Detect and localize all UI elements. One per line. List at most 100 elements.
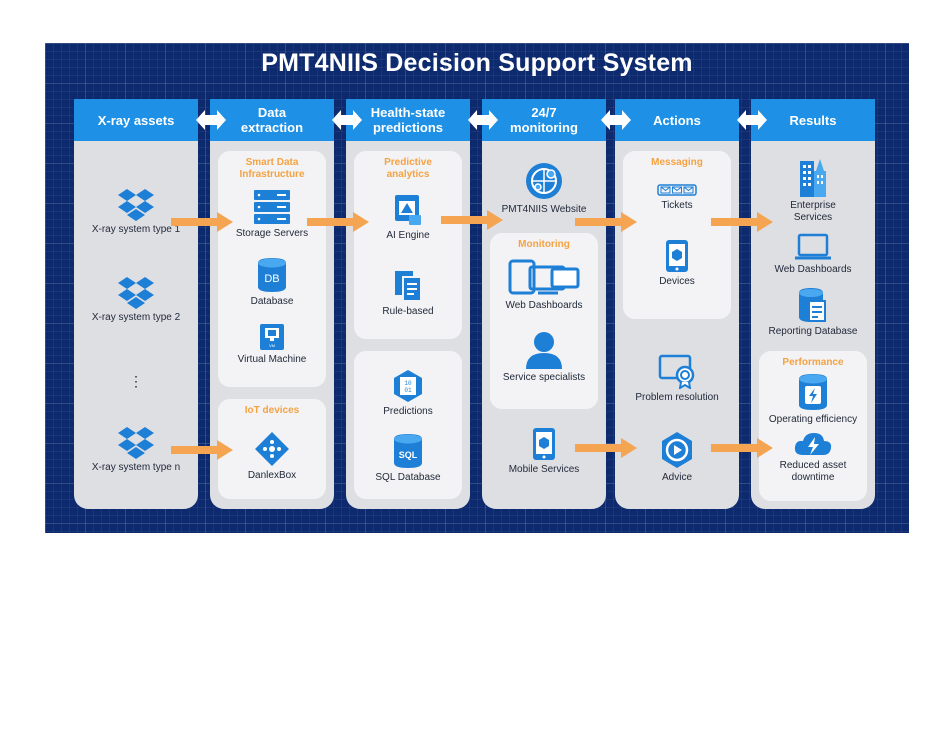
xray-type2-label: X-ray system type 2	[91, 312, 181, 323]
rule-document-icon	[395, 271, 422, 302]
certificate-icon	[658, 354, 695, 389]
ai-engine-item: AI Engine	[354, 193, 462, 242]
messaging-panel: Messaging Tickets Devices	[623, 151, 731, 319]
xray-ellipsis: ⋮	[74, 373, 198, 391]
monitoring-title: Monitoring	[518, 239, 570, 250]
advice-label: Advice	[661, 472, 692, 483]
performance-panel: Performance Operating efficiency Reduced…	[759, 351, 867, 501]
flow-arrow-typen-to-danlexbox	[171, 440, 233, 460]
flow-arrow-storage-to-ai	[307, 212, 369, 232]
flow-arrow-ai-to-website	[441, 210, 503, 230]
devices-item: Devices	[623, 239, 731, 288]
pred-glyph-top: 10	[404, 380, 412, 387]
web-dashboards-item: Web Dashboards	[490, 259, 598, 312]
play-circle-icon	[662, 432, 692, 468]
danlexbox-item: DanlexBox	[218, 431, 326, 482]
server-rack-icon	[254, 190, 290, 224]
reporting-database-label: Reporting Database	[768, 326, 858, 337]
results-web-dashboards-label: Web Dashboards	[774, 264, 852, 275]
results-web-dashboards-item: Web Dashboards	[751, 233, 875, 276]
website-globe-icon	[526, 163, 562, 199]
xray-typen-item: X-ray system type n	[74, 425, 198, 474]
mobile-services-label: Mobile Services	[508, 464, 580, 475]
xray-type1-label: X-ray system type 1	[91, 224, 181, 235]
iot-devices-title: IoT devices	[244, 405, 300, 416]
rule-based-label: Rule-based	[382, 306, 434, 317]
operating-efficiency-label: Operating efficiency	[768, 414, 858, 425]
multi-device-icon	[508, 259, 580, 295]
diagram-title: PMT4NIIS Decision Support System	[261, 49, 693, 77]
column-header-xray-assets: X-ray assets	[74, 99, 198, 141]
iot-devices-panel: IoT devices DanlexBox	[218, 399, 326, 499]
predictive-analytics-title: Predictive analytics	[384, 157, 432, 180]
iot-hub-icon	[255, 432, 289, 466]
column-xray-assets: X-ray assets X-ray system type 1 X-ray s…	[74, 99, 198, 509]
person-icon	[526, 332, 562, 369]
dropbox-icon	[118, 189, 154, 221]
sql-database-item: SQL SQL Database	[354, 433, 462, 484]
dropbox-icon	[118, 277, 154, 309]
reporting-database-item: Reporting Database	[751, 287, 875, 338]
devices-label: Devices	[659, 276, 695, 287]
column-header-results: Results	[751, 99, 875, 141]
reduced-downtime-label: Reduced asset downtime	[779, 460, 847, 483]
danlexbox-label: DanlexBox	[247, 470, 297, 481]
predictive-analytics-panel: Predictive analytics AI Engine Rule-base…	[354, 151, 462, 339]
service-specialists-item: Service specialists	[490, 331, 598, 384]
xray-type1-item: X-ray system type 1	[74, 187, 198, 236]
flow-arrow-type1-to-storage	[171, 212, 233, 232]
monitoring-panel: Monitoring Web Dashboards Service specia…	[490, 233, 598, 409]
double-arrow-3-4	[468, 110, 498, 130]
dropbox-icon	[118, 427, 154, 459]
reduced-downtime-item: Reduced asset downtime	[759, 431, 867, 484]
column-data-extraction: Data extraction Smart Data Infrastructur…	[210, 99, 334, 509]
ellipsis-text: ⋮	[129, 373, 143, 389]
double-arrow-4-5	[601, 110, 631, 130]
smart-data-title: Smart Data Infrastructure	[239, 157, 305, 180]
header-text: Health-state predictions	[370, 105, 446, 135]
column-header-predictions: Health-state predictions	[346, 99, 470, 141]
web-dashboards-label: Web Dashboards	[505, 300, 583, 311]
cloud-lightning-icon	[794, 433, 832, 455]
operating-efficiency-item: Operating efficiency	[759, 373, 867, 426]
virtual-machine-label: Virtual Machine	[237, 354, 307, 365]
column-header-data-extraction: Data extraction	[210, 99, 334, 141]
sql-glyph: SQL	[399, 450, 418, 460]
problem-resolution-item: Problem resolution	[615, 353, 739, 404]
db-glyph: DB	[264, 273, 279, 285]
rule-based-item: Rule-based	[354, 269, 462, 318]
header-text: 24/7 monitoring	[510, 105, 578, 135]
predictions-label: Predictions	[383, 406, 433, 417]
flow-arrow-advice-to-downtime	[711, 438, 773, 458]
storage-servers-label: Storage Servers	[235, 228, 309, 239]
storage-servers-item: Storage Servers	[218, 189, 326, 240]
service-specialists-label: Service specialists	[502, 372, 586, 383]
flow-arrow-tickets-to-enterprise	[711, 212, 773, 232]
database-item: DB Database	[218, 257, 326, 308]
performance-title: Performance	[782, 357, 844, 368]
sql-database-icon: SQL	[394, 434, 422, 468]
messaging-title: Messaging	[651, 157, 703, 168]
header-text: Data extraction	[240, 105, 304, 135]
virtual-machine-icon: VM	[260, 324, 284, 350]
enterprise-services-label: Enterprise Services	[790, 200, 836, 223]
mobile-phone-icon	[666, 240, 688, 272]
column-results: Results Enterprise Services	[751, 99, 875, 509]
enterprise-services-item: Enterprise Services	[751, 157, 875, 224]
double-arrow-5-6	[737, 110, 767, 130]
sql-database-label: SQL Database	[375, 472, 441, 483]
mobile-services-item: Mobile Services	[482, 427, 606, 476]
energy-database-icon	[799, 374, 827, 410]
virtual-machine-item: VM Virtual Machine	[218, 323, 326, 366]
tickets-item: Tickets	[623, 183, 731, 212]
double-arrow-1-2	[196, 110, 226, 130]
buildings-icon	[800, 159, 826, 197]
predictions-item: 10 01 Predictions	[354, 369, 462, 418]
flow-arrow-website-to-tickets	[575, 212, 637, 232]
xray-type2-item: X-ray system type 2	[74, 275, 198, 324]
column-header-actions: Actions	[615, 99, 739, 141]
advice-item: Advice	[615, 431, 739, 484]
binary-data-icon: 10 01	[394, 370, 422, 402]
pred-glyph-bottom: 01	[404, 387, 412, 394]
smart-data-infrastructure-panel: Smart Data Infrastructure Storage Server…	[218, 151, 326, 387]
